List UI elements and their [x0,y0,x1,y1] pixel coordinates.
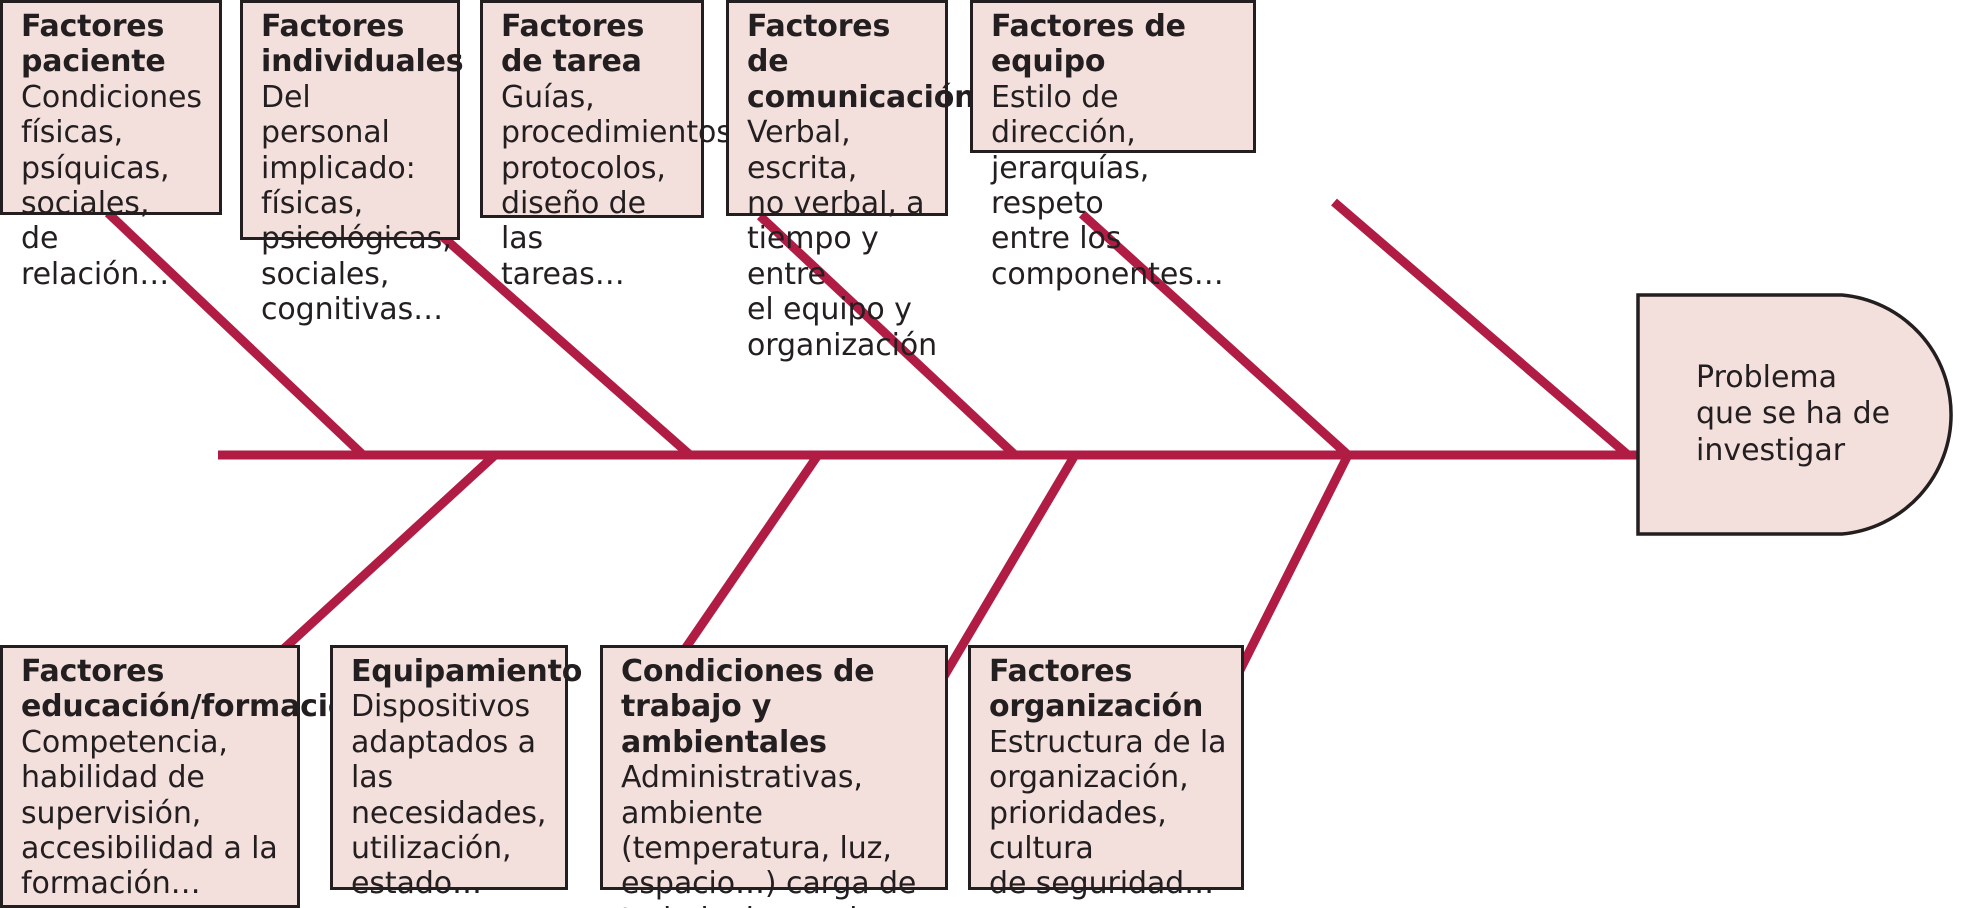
cause-title: Condiciones de trabajo y ambientales [621,654,875,760]
cause-title: Factores de comunicación [747,9,976,115]
cause-title: Factores de tarea [501,9,645,80]
cause-box-factores-de-comunicacion[interactable]: Factores de comunicación Verbal, escrita… [726,0,976,363]
cause-title: Factores paciente [21,9,166,80]
cause-body: Condiciones físicas, psíquicas, sociales… [21,79,202,292]
cause-box-factores-paciente[interactable]: Factores paciente Condiciones físicas, p… [0,0,222,292]
cause-box-factores-de-tarea[interactable]: Factores de tarea Guías, procedimientos,… [480,0,741,292]
cause-body: Verbal, escrita, no verbal, a tiempo y e… [747,115,938,363]
cause-title: Factores de equipo [991,9,1186,80]
cause-body: Del personal implicado: físicas, psicoló… [261,79,452,328]
cause-box-equipamiento[interactable]: Equipamiento Dispositivos adaptados a la… [330,645,583,901]
cause-box-factores-individuales[interactable]: Factores individuales Del personal impli… [240,0,464,327]
cause-box-factores-organizacion[interactable]: Factores organización Estructura de la o… [968,645,1244,901]
cause-box-factores-educacion-formacion[interactable]: Factores educación/formación Competencia… [0,645,370,908]
cause-body: Estilo de dirección, jerarquías, respeto… [991,79,1224,292]
bone-bottom-condiciones-de-trabajo [926,452,1079,703]
bone-bottom-factores-organizacion [1220,452,1353,703]
bone-top-factores-paciente [104,209,367,459]
problem-head: Problema que se ha de investigar [1636,293,1964,536]
cause-title: Factores organización [989,654,1204,725]
bone-top-factores-de-equipo [1331,198,1631,459]
bone-top-factores-individuales [440,233,693,459]
cause-body: Administrativas, ambiente (temperatura, … [621,760,917,908]
cause-body: Dispositivos adaptados a las necesidades… [351,689,547,902]
cause-box-condiciones-de-trabajo-y-ambientales[interactable]: Condiciones de trabajo y ambientales Adm… [600,645,948,908]
cause-title: Factores educación/formación [21,654,370,725]
problem-head-label: Problema que se ha de investigar [1696,359,1891,468]
cause-body: Guías, procedimientos, protocolos, diseñ… [501,79,742,292]
cause-body: Competencia, habilidad de supervisión, a… [21,724,278,902]
bone-top-factores-de-comunicacion [1078,210,1352,459]
cause-title: Factores individuales [261,9,464,80]
cause-title: Equipamiento [351,654,583,689]
cause-box-factores-de-equipo[interactable]: Factores de equipo Estilo de dirección, … [970,0,1256,292]
problem-head-shape [1636,293,1953,536]
cause-body: Estructura de la organización, prioridad… [989,724,1227,902]
bone-top-factores-de-tarea [756,212,1019,459]
